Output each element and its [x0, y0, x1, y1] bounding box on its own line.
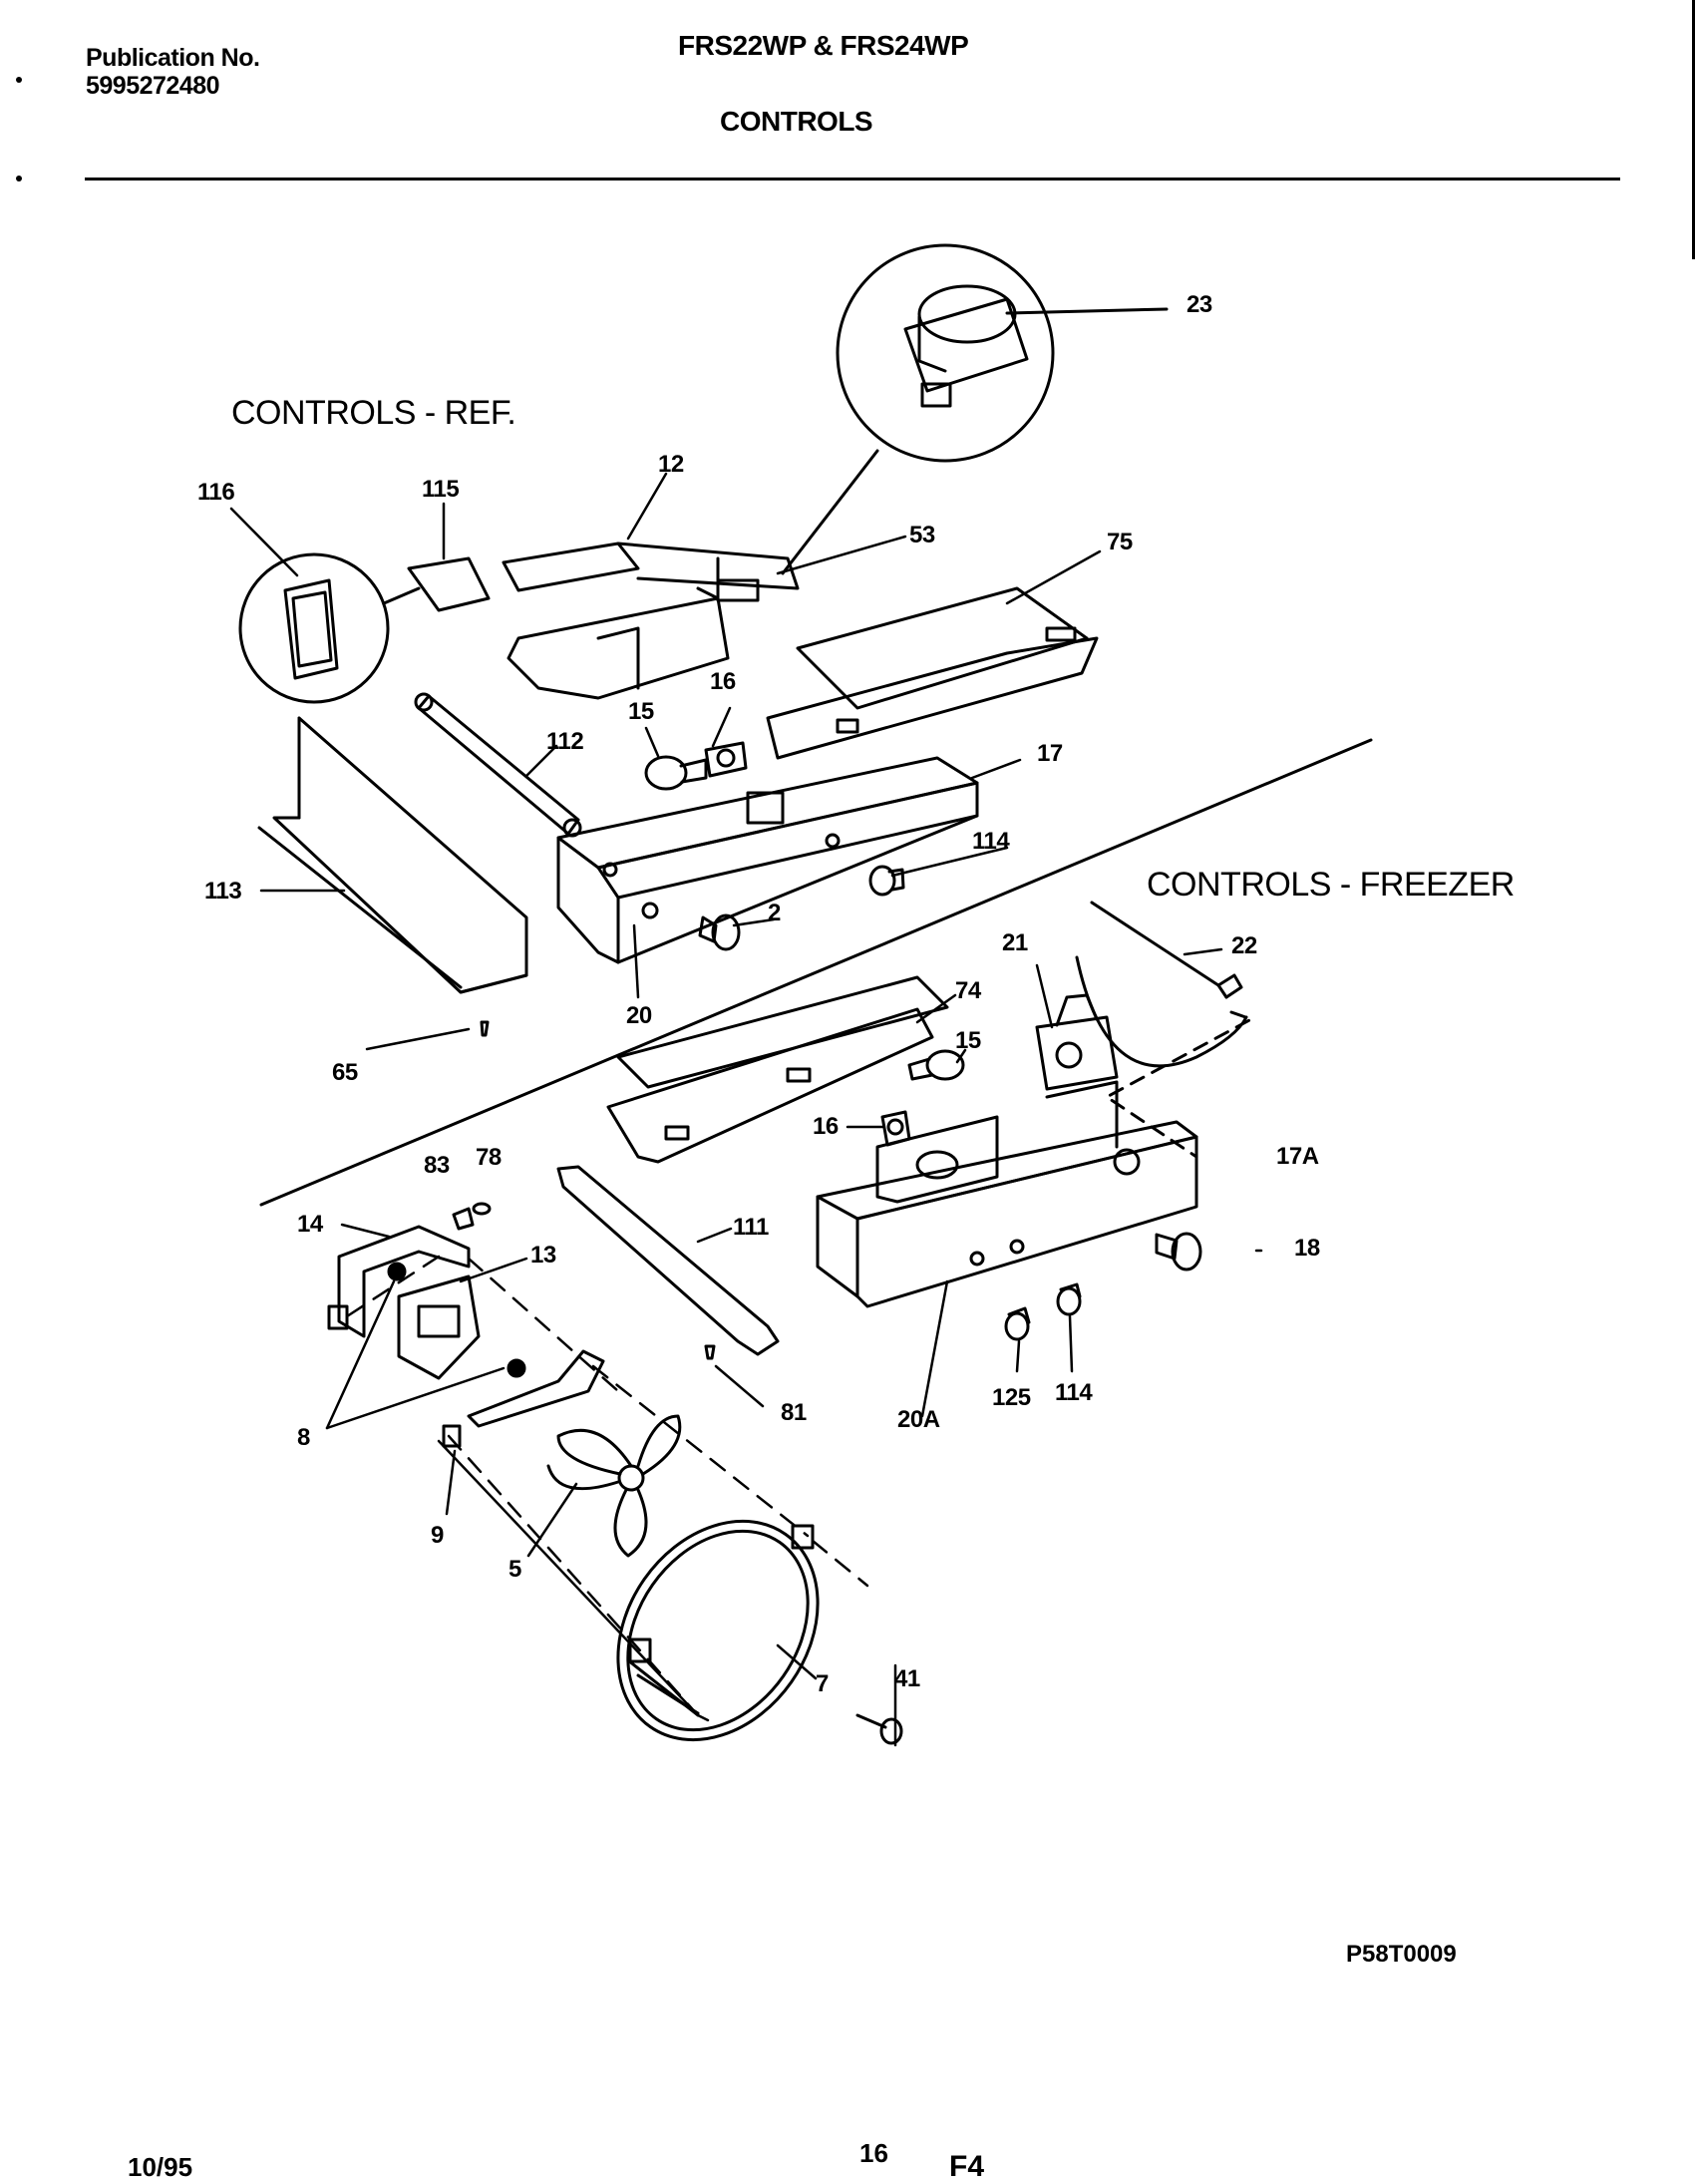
callout-111: 111: [733, 1214, 769, 1241]
part-113-shield: [257, 716, 528, 994]
callout-14: 14: [297, 1211, 323, 1238]
divider-line: [259, 738, 1373, 1207]
margin-dot-bottom: [16, 176, 22, 182]
callout-115: 115: [422, 476, 460, 503]
part-16-socket-ref: [704, 741, 748, 778]
callout-114-freezer: 114: [1055, 1379, 1093, 1406]
assembly-guide-lines: [345, 1255, 869, 1722]
callout-116: 116: [197, 479, 235, 506]
part-81-screw: [704, 1344, 716, 1360]
callout-13: 13: [530, 1242, 556, 1269]
part-75-cover: [766, 586, 1099, 760]
part-22-capillary: [1075, 901, 1253, 1159]
publication-number: 5995272480: [86, 72, 220, 100]
model-numbers: FRS22WP & FRS24WP: [678, 30, 969, 61]
callout-65: 65: [332, 1059, 358, 1086]
page-edge-line: [1692, 0, 1695, 259]
part-116-detail: [238, 552, 421, 704]
part-13-motor: [397, 1274, 481, 1380]
part-8-mount: [442, 1349, 605, 1448]
part-17-housing: [556, 756, 979, 964]
part-15-bulb-freezer: [907, 1049, 965, 1081]
callout-21: 21: [1002, 929, 1028, 956]
callout-9: 9: [431, 1522, 444, 1549]
part-125-switch: [1004, 1306, 1031, 1341]
callout-75: 75: [1107, 529, 1133, 555]
drawing-code: P58T0009: [1346, 1941, 1457, 1968]
margin-dot-top: [16, 77, 22, 83]
part-114-switch-freezer: [1056, 1282, 1082, 1316]
callout-83: 83: [424, 1152, 450, 1179]
callout-5: 5: [508, 1556, 521, 1583]
callout-81: 81: [781, 1399, 807, 1426]
callout-17: 17: [1037, 740, 1063, 767]
part-114-switch-ref: [868, 865, 905, 897]
callout-20A: 20A: [897, 1406, 940, 1433]
section-title: CONTROLS: [720, 106, 873, 137]
part-112-tube: [414, 692, 582, 838]
leader-lines: [229, 472, 1263, 1747]
callout-125: 125: [992, 1384, 1031, 1411]
part-18-knob-freezer: [1155, 1232, 1202, 1272]
header-rule: [85, 178, 1620, 181]
part-15-bulb-ref: [644, 755, 708, 791]
callout-74: 74: [955, 977, 981, 1004]
callout-18: 18: [1294, 1235, 1320, 1262]
footer-date: 10/95: [128, 2152, 193, 2182]
callout-8: 8: [297, 1424, 310, 1451]
callout-12: 12: [658, 451, 684, 478]
part-23-control-detail: [781, 243, 1169, 575]
callout-78: 78: [476, 1144, 502, 1171]
page-number: 16: [859, 2138, 888, 2168]
callout-7: 7: [816, 1670, 829, 1697]
callout-16-ref: 16: [710, 668, 736, 695]
part-21-thermostat: [1035, 993, 1119, 1091]
part-111-bar: [556, 1165, 780, 1356]
callout-17A: 17A: [1276, 1143, 1319, 1170]
part-41-screw: [855, 1713, 903, 1745]
group-label-freezer: CONTROLS - FREEZER: [1147, 866, 1515, 904]
callout-114-ref: 114: [972, 828, 1010, 855]
part-12-bracket: [407, 542, 800, 700]
part-74-cover: [606, 975, 949, 1164]
part-78-clip: [472, 1202, 492, 1216]
publication-label: Publication No.: [86, 44, 260, 72]
sheet-code: F4: [949, 2150, 985, 2183]
part-5-fan-blade: [546, 1414, 682, 1558]
callout-41: 41: [894, 1665, 920, 1692]
group-label-ref: CONTROLS - REF.: [231, 394, 516, 432]
callout-22: 22: [1231, 932, 1257, 959]
callout-15-ref: 15: [628, 698, 654, 725]
part-2-knob-ref: [698, 913, 741, 951]
callout-16-freezer: 16: [813, 1113, 839, 1140]
callout-53: 53: [909, 522, 935, 548]
part-65-screw: [480, 1020, 490, 1037]
callout-23: 23: [1186, 291, 1212, 318]
part-83-clip: [452, 1207, 475, 1231]
callout-113: 113: [204, 878, 242, 905]
callout-112: 112: [546, 728, 584, 755]
callout-2: 2: [768, 900, 781, 926]
part-7-shroud: [616, 1519, 820, 1742]
callout-15-freezer: 15: [955, 1027, 981, 1054]
part-17A-housing: [816, 1080, 1198, 1308]
part-14-bracket: [327, 1225, 471, 1338]
callout-20: 20: [626, 1002, 652, 1029]
